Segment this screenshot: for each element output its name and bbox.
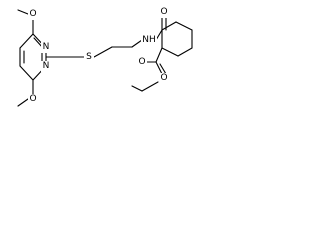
bond bbox=[155, 47, 163, 63]
bond bbox=[17, 98, 29, 107]
bond bbox=[131, 39, 143, 48]
atom-n-amide: NH bbox=[142, 35, 156, 45]
atom-o-methoxy-bottom: O bbox=[29, 94, 36, 104]
bond bbox=[155, 61, 163, 75]
bond bbox=[131, 85, 143, 92]
atom-n-lower: N bbox=[43, 61, 50, 71]
atom-o-methoxy-top: O bbox=[29, 9, 36, 19]
bond bbox=[159, 63, 167, 75]
bond bbox=[19, 65, 34, 81]
atom-n-upper: N bbox=[43, 42, 50, 52]
bond bbox=[177, 47, 193, 57]
atom-s-thioether: S bbox=[86, 52, 92, 62]
atom-o-ester-alkoxy: O bbox=[138, 57, 145, 67]
bond bbox=[93, 46, 113, 58]
atom-label-layer: O O N N S O NH O O bbox=[28, 7, 169, 105]
bond bbox=[19, 33, 34, 49]
bond bbox=[161, 21, 177, 31]
bond bbox=[175, 21, 193, 31]
bond bbox=[141, 81, 159, 92]
bond-layer bbox=[17, 9, 193, 107]
atom-o-amide: O bbox=[160, 7, 167, 17]
bond bbox=[17, 9, 29, 15]
atom-o-ester-carbonyl: O bbox=[160, 73, 167, 83]
molecule-structure: O O N N S O NH O O bbox=[17, 7, 193, 107]
bond bbox=[161, 47, 179, 57]
